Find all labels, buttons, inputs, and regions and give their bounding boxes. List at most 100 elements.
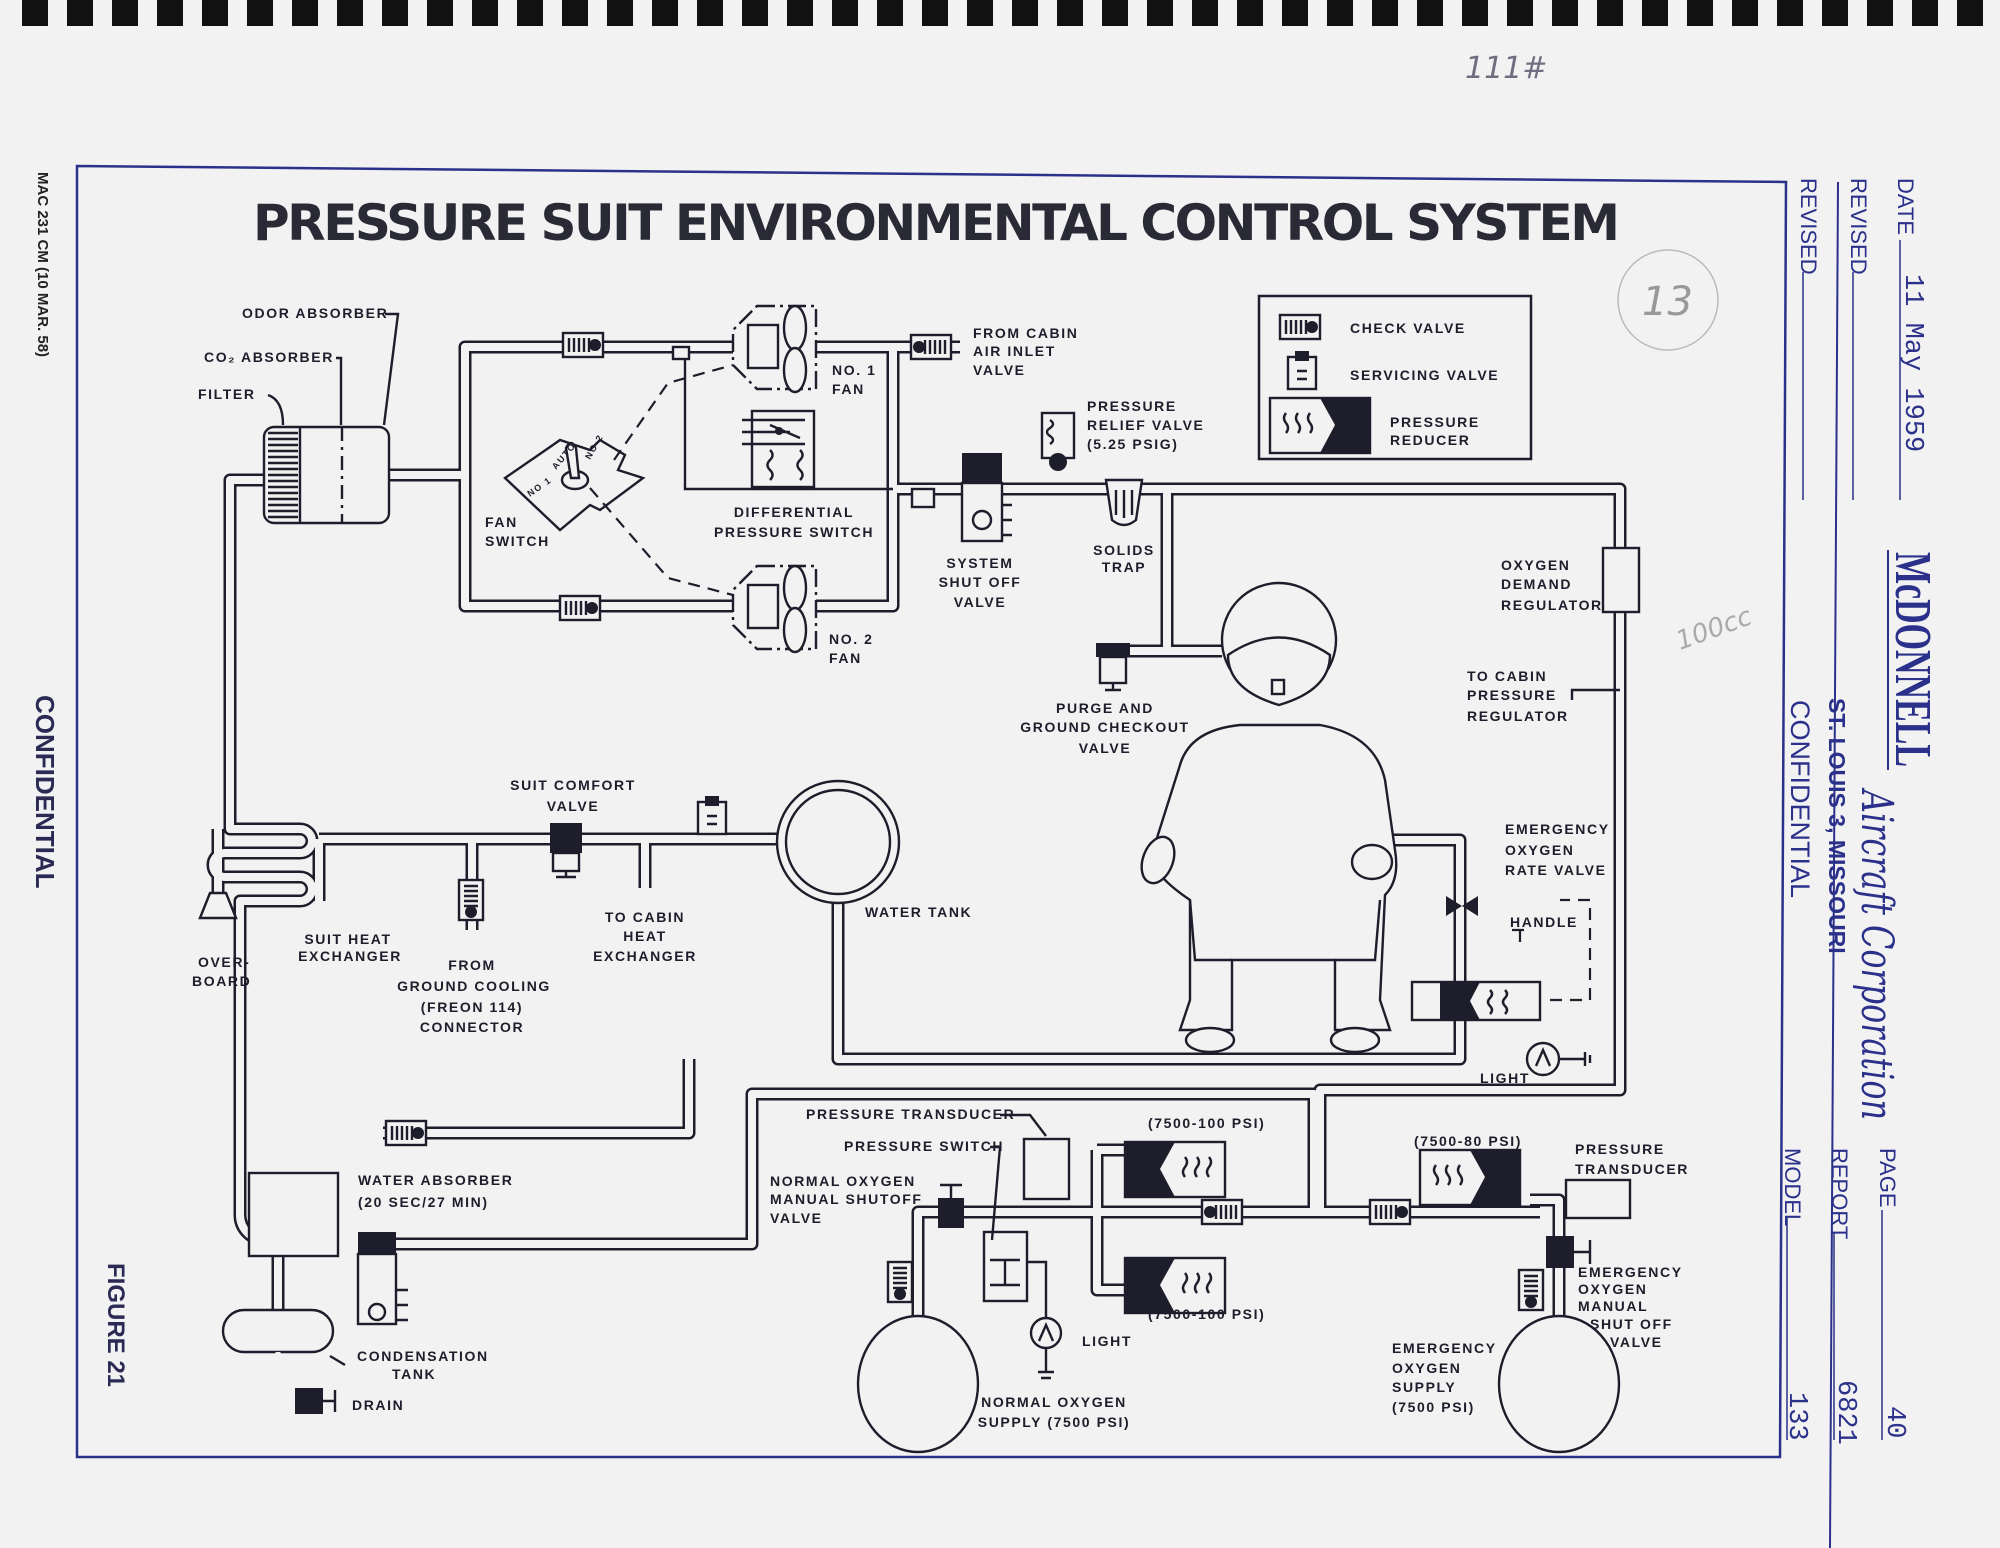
pipe-outline xyxy=(383,1059,696,1140)
label-overboard-2: BOARD xyxy=(192,973,251,989)
pressure-reducer-icon xyxy=(1123,1140,1227,1199)
binding-hole xyxy=(787,0,813,26)
label-shutoff-3: VALVE xyxy=(954,594,1007,610)
label-demand-reg-2: DEMAND xyxy=(1501,576,1572,592)
annotation-circled: 13 xyxy=(1642,279,1693,325)
pipe-bore xyxy=(209,476,316,1244)
binding-hole xyxy=(742,0,768,26)
revised-label: REVISED xyxy=(1846,178,1871,275)
pressure-transducer-normal-icon xyxy=(1022,1137,1071,1201)
fan-switch-icon: NO 1 AUTO NO 2 xyxy=(503,432,646,532)
cabin-pressure-regulator-port xyxy=(1570,688,1620,700)
water-tank-icon xyxy=(775,779,901,905)
title-block: DATE 11 May 1959 REVISED REVISED McDONNE… xyxy=(1780,178,1941,1548)
annotation-circle xyxy=(1617,249,1719,351)
binding-hole xyxy=(247,0,273,26)
legend-pressure-reducer-1: PRESSURE xyxy=(1390,414,1480,430)
check-valve-icon xyxy=(909,333,953,361)
binding-hole xyxy=(607,0,633,26)
label-emerg-shutoff-2: OXYGEN xyxy=(1578,1281,1648,1297)
label-shutoff-1: SYSTEM xyxy=(946,555,1013,571)
company-script: Aircraft Corporation xyxy=(1851,787,1902,1120)
figure-number: FIGURE 21 xyxy=(102,1263,129,1387)
label-emerg-supply-2: OXYGEN xyxy=(1392,1360,1462,1376)
binding-hole xyxy=(1822,0,1848,26)
label-emerg-shutoff-3: MANUAL xyxy=(1578,1298,1648,1314)
annotation-volume: 100cc xyxy=(1672,602,1756,657)
no2-fan-icon xyxy=(731,564,818,654)
label-overboard-1: OVER- xyxy=(198,954,250,970)
label-water-absorber-2: (20 SEC/27 MIN) xyxy=(358,1194,489,1210)
label-diff-switch-1: DIFFERENTIAL xyxy=(734,504,854,520)
condensation-leader xyxy=(329,1354,346,1367)
pressure-reducer-symbol xyxy=(1268,396,1372,455)
servicing-valves xyxy=(696,796,728,836)
label-emerg-supply-1: EMERGENCY xyxy=(1392,1340,1497,1356)
label-transducer-emerg-2: TRANSDUCER xyxy=(1575,1161,1689,1177)
label-emerg-shutoff-4: SHUT OFF xyxy=(1590,1316,1673,1332)
label-normal-shutoff-3: VALVE xyxy=(770,1210,823,1226)
pipe-bore xyxy=(383,1090,1318,1248)
check-valve-symbol xyxy=(1278,313,1322,341)
label-ground-cooling-3: (FREON 114) xyxy=(421,999,523,1015)
filter-element-icon xyxy=(268,431,298,519)
legend-servicing-valve: SERVICING VALVE xyxy=(1350,367,1499,383)
label-water-tank: WATER TANK xyxy=(865,904,972,920)
label-drain: DRAIN xyxy=(352,1397,404,1413)
pressure-switch-leader xyxy=(990,1145,1002,1241)
check-valve-icon xyxy=(561,331,605,359)
label-filter: FILTER xyxy=(198,386,256,402)
label-rate-valve-3: RATE VALVE xyxy=(1505,862,1607,878)
binding-hole xyxy=(22,0,48,26)
check-valve-icon xyxy=(457,878,485,922)
label-diff-switch-2: PRESSURE SWITCH xyxy=(714,524,874,540)
label-demand-reg-3: REGULATOR xyxy=(1501,597,1603,613)
purge-valve-icon xyxy=(1096,643,1130,692)
label-reducer-normal-top: (7500-100 PSI) xyxy=(1148,1115,1265,1131)
classification-left: CONFIDENTIAL xyxy=(30,695,60,889)
normal-oxygen-tank-icon xyxy=(856,1314,980,1454)
label-emerg-supply-3: SUPPLY xyxy=(1392,1379,1456,1395)
pipe-outline xyxy=(1160,489,1222,658)
label-reducer-emergency: (7500-80 PSI) xyxy=(1414,1133,1522,1149)
label-cabin-air-inlet-3: VALVE xyxy=(973,362,1026,378)
water-absorber-icon xyxy=(247,1171,408,1326)
pipe-bore xyxy=(1530,1196,1563,1316)
label-solids-trap-1: SOLIDS xyxy=(1093,542,1155,558)
binding-hole xyxy=(382,0,408,26)
pipe-bore xyxy=(389,343,960,479)
fan-control-wiring xyxy=(589,363,734,597)
binding-hole xyxy=(112,0,138,26)
pipe-bore xyxy=(1163,489,1222,655)
binding-hole xyxy=(1372,0,1398,26)
binding-hole xyxy=(1912,0,1938,26)
binding-hole xyxy=(1327,0,1353,26)
components: NO 1 AUTO NO 2 xyxy=(198,304,1641,1454)
differential-pressure-switch-icon xyxy=(671,345,893,491)
label-cabin-hx-2: HEAT xyxy=(623,928,666,944)
label-emerg-supply-4: (7500 PSI) xyxy=(1392,1399,1475,1415)
label-no2-fan-1: NO. 2 xyxy=(829,631,874,647)
label-normal-shutoff-1: NORMAL OXYGEN xyxy=(770,1173,916,1189)
label-rate-valve-2: OXYGEN xyxy=(1505,842,1575,858)
label-relief-1: PRESSURE xyxy=(1087,398,1177,414)
binding-hole xyxy=(652,0,678,26)
pressure-transducer-emergency-icon xyxy=(1564,1178,1632,1220)
leader-lines xyxy=(267,312,400,426)
label-cabin-air-inlet-2: AIR INLET xyxy=(973,343,1056,359)
binding-hole xyxy=(1192,0,1218,26)
label-fan-switch-2: SWITCH xyxy=(485,533,550,549)
binding-hole xyxy=(1867,0,1893,26)
label-transducer-emerg-1: PRESSURE xyxy=(1575,1141,1665,1157)
binding-hole xyxy=(832,0,858,26)
label-no1-fan-1: NO. 1 xyxy=(832,362,877,378)
diagram-title: PRESSURE SUIT ENVIRONMENTAL CONTROL SYST… xyxy=(253,194,1620,252)
label-no1-fan-2: FAN xyxy=(832,381,865,397)
binding-hole xyxy=(877,0,903,26)
label-handle: HANDLE xyxy=(1510,914,1578,930)
legend: CHECK VALVE SERVICING VALVE PRESSURE RED… xyxy=(1257,294,1533,461)
left-margin: MAC 231 CM (10 MAR. 58) CONFIDENTIAL FIG… xyxy=(30,172,129,1387)
label-ground-cooling-2: GROUND COOLING xyxy=(397,978,551,994)
binding-hole xyxy=(1462,0,1488,26)
report-value: 6821 xyxy=(1830,1380,1860,1445)
